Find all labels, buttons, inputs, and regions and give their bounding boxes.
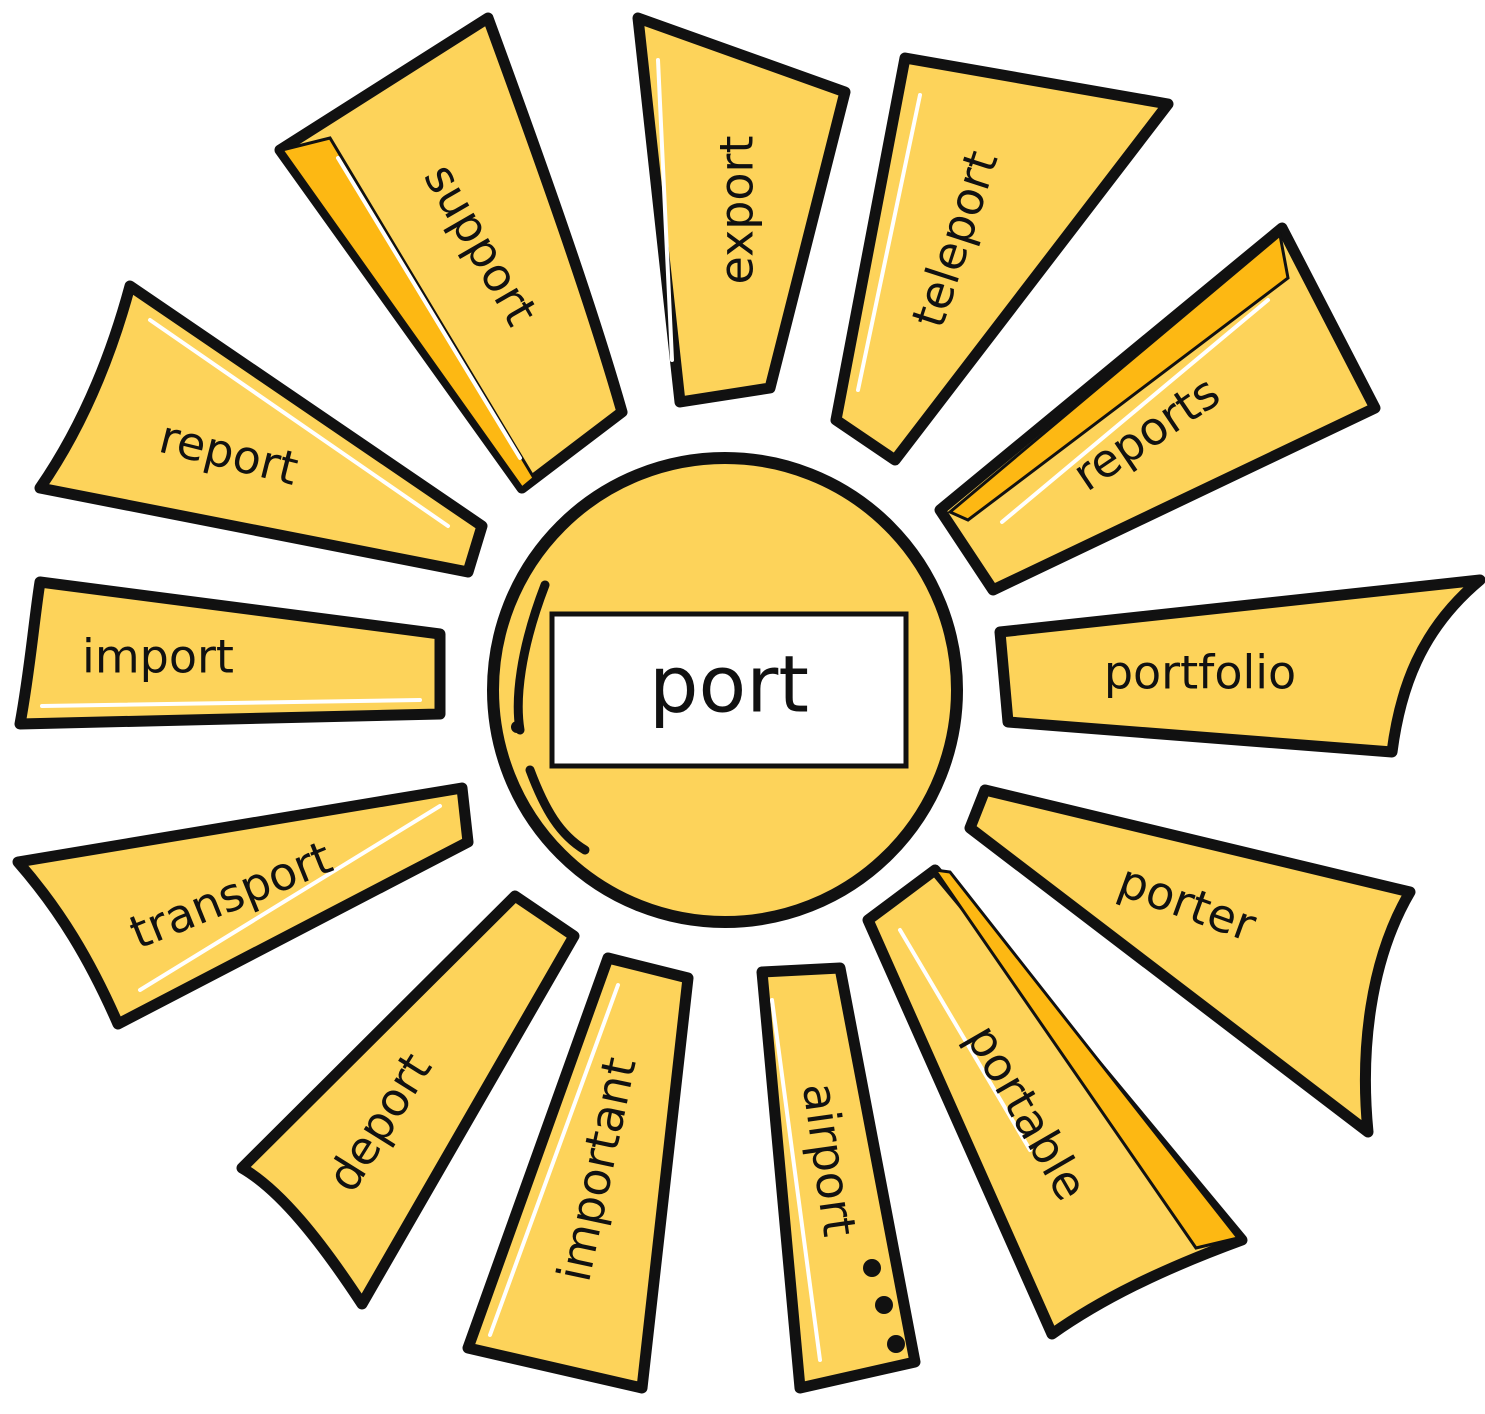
center-word-box [549, 611, 909, 769]
ray-teleport: teleport [830, 52, 1174, 466]
ray-support: support [274, 12, 628, 494]
ray-reports: reports [934, 222, 1381, 596]
center-word: port [649, 640, 809, 730]
ray-important: important [462, 952, 694, 1394]
ray-label-export: export [710, 135, 764, 284]
ray-report: report [34, 280, 488, 578]
ray-transport: transport [12, 782, 474, 1030]
ray-export: export [632, 12, 851, 408]
ray-portfolio: portfolio [994, 574, 1485, 758]
ray-label-import: import [82, 630, 234, 684]
ray-portable: portable [862, 864, 1248, 1340]
ray-label-portfolio: portfolio [1104, 646, 1296, 700]
ray-deport: deport [236, 890, 580, 1310]
ray-porter: porter [964, 784, 1416, 1138]
ray-airport: airport [756, 962, 921, 1394]
center-sun: port [487, 452, 963, 928]
ray-import: import [14, 576, 446, 730]
